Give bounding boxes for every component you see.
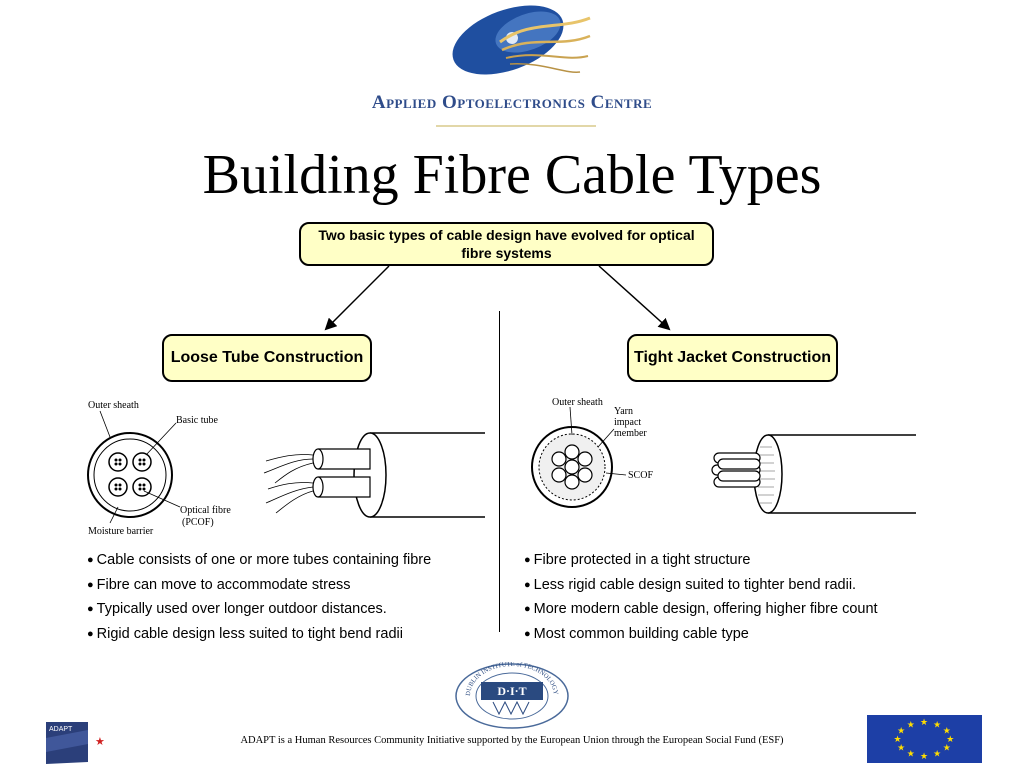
column-divider [499,311,500,632]
eu-star-icon: ★ [943,727,951,737]
label-outer-sheath: Outer sheath [88,400,139,411]
label-pcof: (PCOF) [182,517,214,528]
label-basic-tube: Basic tube [176,415,218,426]
eu-stars: ★★★★★★★★★★★★ [894,718,955,762]
eu-star-icon: ★ [907,750,915,760]
tight-jacket-diagram: Outer sheath Yarn impact member SCOF [531,397,916,514]
org-underline [436,125,596,127]
tight-jacket-heading: Tight Jacket Construction [627,334,838,382]
eu-star-icon: ★ [894,735,902,745]
list-item: Cable consists of one or more tubes cont… [87,548,497,573]
eu-star-icon: ★ [907,720,915,730]
arrow-to-loose-tube [324,265,390,331]
dit-logo: DUBLIN INSTITUTE of TECHNOLOGY D·I·T [455,662,569,729]
eu-star-icon: ★ [897,744,905,754]
eu-star-icon: ★ [933,720,941,730]
adapt-logo: ADAPT ★ [46,722,105,764]
list-item: Most common building cable type [524,622,944,647]
connector-arrows [324,265,671,331]
list-item: Fibre protected in a tight structure [524,548,944,573]
page-title: Building Fibre Cable Types [202,144,822,206]
loose-tube-bullet-list: Cable consists of one or more tubes cont… [87,548,497,647]
footer-text: ADAPT is a Human Resources Community Ini… [240,735,784,746]
label-yarn: Yarn [614,406,633,417]
eu-star-icon: ★ [946,735,954,745]
list-item: Less rigid cable design suited to tighte… [524,573,944,598]
dit-initials: D·I·T [497,684,526,698]
adapt-label: ADAPT [49,726,73,733]
intro-callout: Two basic types of cable design have evo… [299,222,714,266]
label-member: member [614,428,647,439]
label-scof: SCOF [628,470,653,481]
eu-star-icon: ★ [920,752,928,762]
star-icon: ★ [95,735,105,748]
eu-star-icon: ★ [943,744,951,754]
list-item: Fibre can move to accommodate stress [87,573,497,598]
list-item: Rigid cable design less suited to tight … [87,622,497,647]
eu-star-icon: ★ [933,750,941,760]
label-impact: impact [614,417,641,428]
eu-star-icon: ★ [897,727,905,737]
aoc-logo [452,5,591,75]
eu-flag: ★★★★★★★★★★★★ [867,715,982,763]
label-optical-fibre: Optical fibre [180,505,231,516]
list-item: Typically used over longer outdoor dista… [87,597,497,622]
label-moisture-barrier: Moisture barrier [88,526,154,537]
arrow-to-tight-jacket [598,265,671,331]
list-item: More modern cable design, offering highe… [524,597,944,622]
org-name: Applied Optoelectronics Centre [371,92,653,113]
label-outer-sheath: Outer sheath [552,397,603,408]
loose-tube-heading: Loose Tube Construction [162,334,372,382]
eu-star-icon: ★ [920,718,928,728]
loose-tube-diagram: Outer sheath Basic tube Optical fibre (P… [87,400,485,537]
tight-jacket-bullet-list: Fibre protected in a tight structure Les… [524,548,944,647]
